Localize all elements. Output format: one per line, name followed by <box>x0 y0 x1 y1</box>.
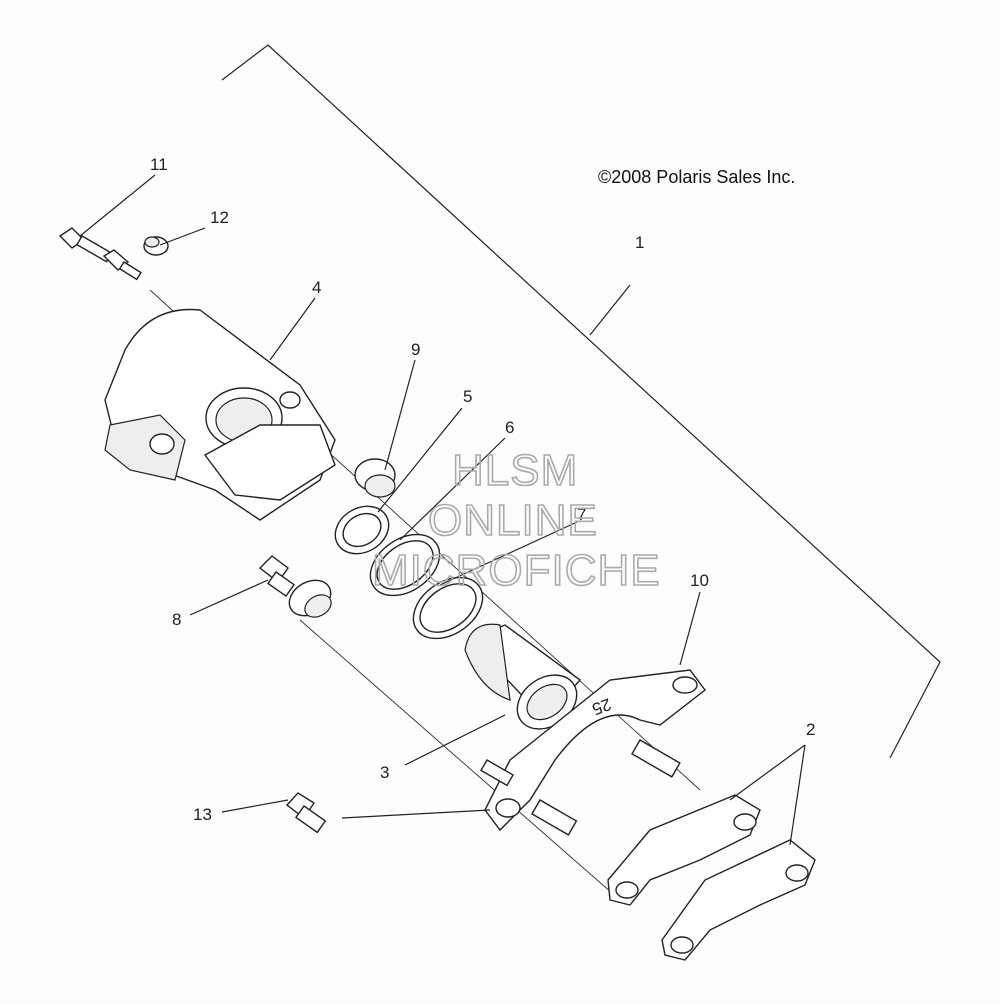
callout-1: 1 <box>635 233 644 252</box>
caliper-housing <box>104 308 336 521</box>
callout-12: 12 <box>210 208 229 227</box>
callout-4: 4 <box>312 278 321 297</box>
bleeder-screw <box>58 227 142 281</box>
callout-3: 3 <box>380 763 389 782</box>
seal-9 <box>354 458 396 498</box>
callout-9: 9 <box>411 340 420 359</box>
seal-6 <box>369 533 441 597</box>
callout-7: 7 <box>577 505 586 524</box>
callout-8: 8 <box>172 610 181 629</box>
leader-11 <box>79 174 156 237</box>
leader-4 <box>269 297 316 361</box>
leader-2a <box>729 744 806 801</box>
callout-5: 5 <box>463 387 472 406</box>
leader-3 <box>404 714 506 766</box>
callout-2: 2 <box>806 720 815 739</box>
leader-9 <box>384 359 416 471</box>
callout-11: 11 <box>150 155 168 174</box>
bolt <box>285 792 327 834</box>
slide-pin <box>258 555 332 618</box>
leader-7 <box>439 521 578 586</box>
axis-line-lower <box>299 619 621 901</box>
callout-6: 6 <box>505 418 514 437</box>
piston <box>464 623 582 730</box>
copyright-text: ©2008 Polaris Sales Inc. <box>598 167 795 187</box>
mounting-bracket: 25 <box>480 669 706 836</box>
bleeder-cap <box>143 236 169 256</box>
leader-5 <box>377 407 463 513</box>
leader-10 <box>679 591 701 666</box>
leader-2b <box>789 744 806 846</box>
brake-pad-lower <box>661 839 816 961</box>
seal-7 <box>412 576 484 640</box>
callout-10: 10 <box>690 571 709 590</box>
seal-5 <box>334 505 390 555</box>
leader-8 <box>189 579 269 616</box>
brake-pad-upper <box>607 794 761 906</box>
leader-1 <box>589 284 631 336</box>
leader-12 <box>159 227 206 246</box>
leader-6 <box>399 437 506 541</box>
watermark-line-1: HLSM <box>452 446 578 495</box>
assembly-bracket <box>221 44 941 759</box>
watermark-line-2: ONLINE <box>428 496 598 545</box>
leader-13b <box>341 809 491 819</box>
callout-13: 13 <box>193 805 212 824</box>
leader-13 <box>221 799 289 813</box>
watermark-line-3: MICROFICHE <box>372 546 661 595</box>
